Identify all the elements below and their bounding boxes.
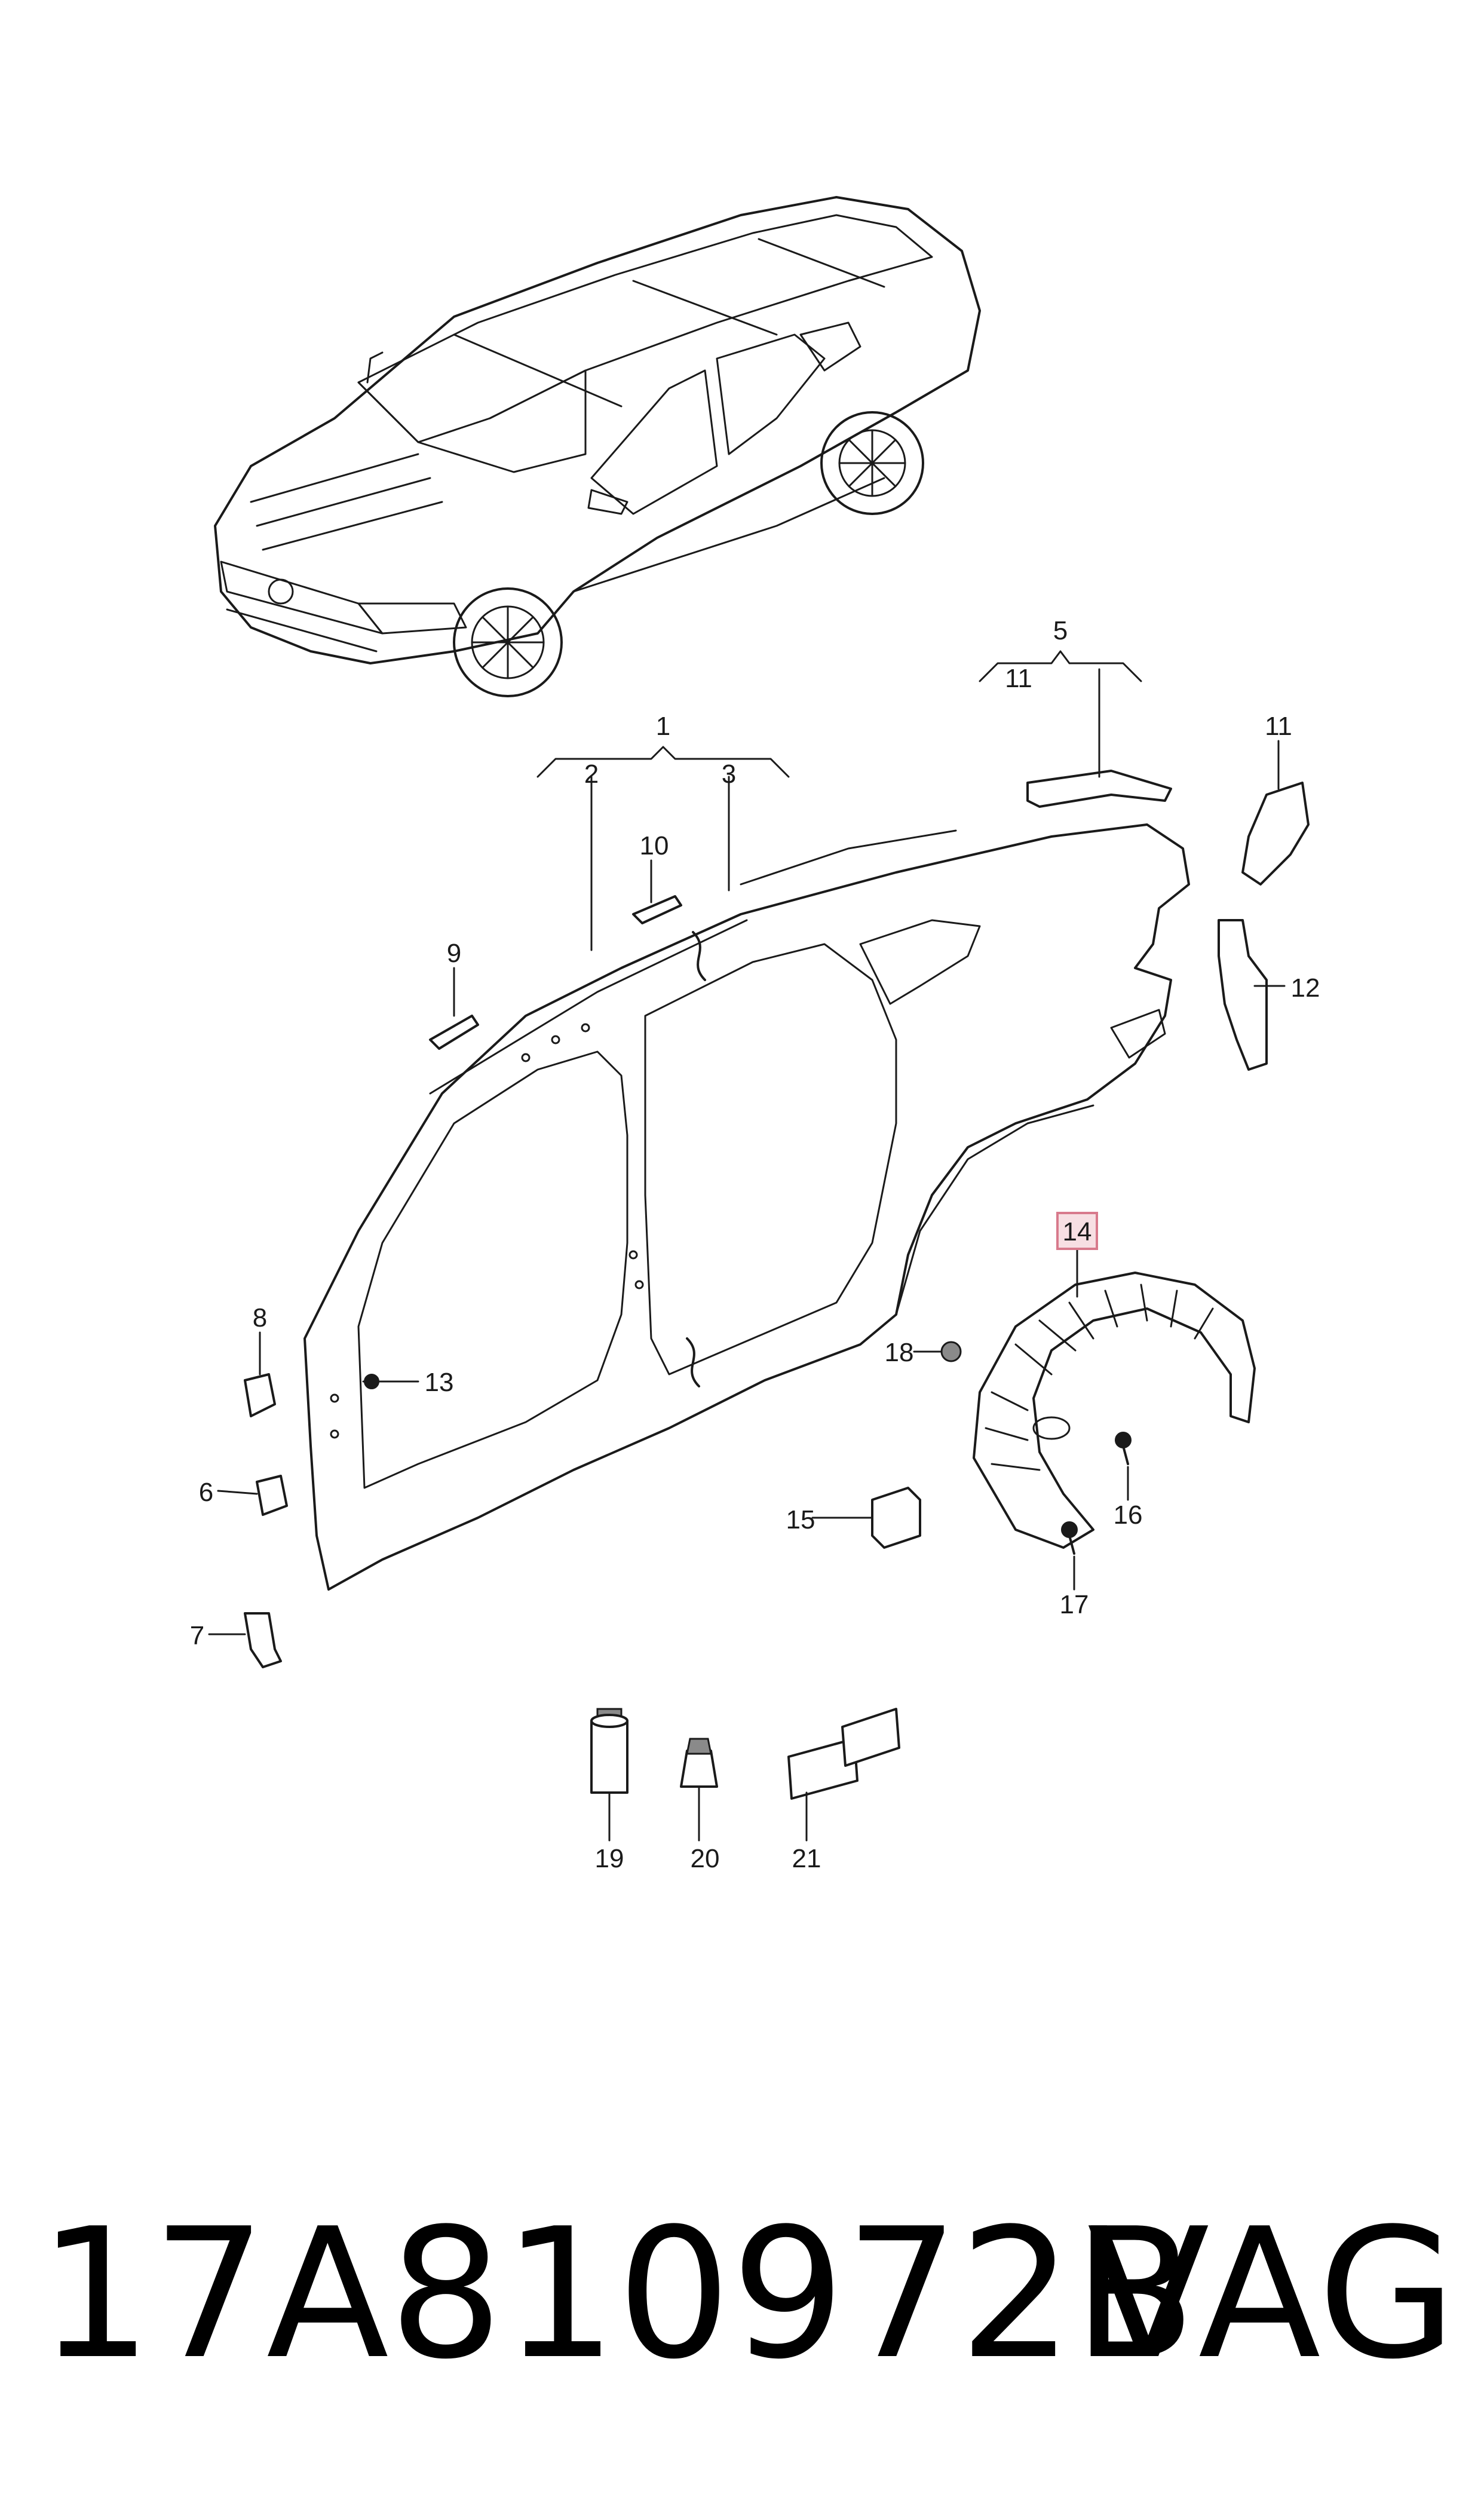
part-15-block <box>871 1487 921 1549</box>
callout-16: 16 <box>1114 1500 1143 1530</box>
callout-7: 7 <box>190 1621 204 1650</box>
part-16-bolt <box>1115 1432 1132 1465</box>
leader-lines <box>208 650 1286 1842</box>
callout-17: 17 <box>1060 1590 1089 1619</box>
callout-12: 12 <box>1291 973 1320 1003</box>
part-18-clip <box>940 1341 962 1362</box>
callout-10: 10 <box>640 831 669 860</box>
callout-2: 2 <box>584 759 599 789</box>
car-illustration <box>214 196 981 697</box>
callout-19: 19 <box>595 1844 624 1873</box>
brand-label: VAG <box>1087 2190 1457 2398</box>
callout-11-right: 11 <box>1265 712 1292 741</box>
part-13-clip <box>362 1374 381 1389</box>
callout-6: 6 <box>199 1478 213 1507</box>
part-19-cylinder <box>590 1708 628 1794</box>
callout-14-highlight <box>1056 1212 1098 1250</box>
part-17-bolt <box>1061 1521 1078 1555</box>
callout-13: 13 <box>425 1368 454 1397</box>
part-20-bottle <box>680 1738 718 1788</box>
callout-15: 15 <box>786 1505 815 1534</box>
callout-21: 21 <box>792 1844 821 1873</box>
part-9-strip <box>429 1015 479 1050</box>
side-panel-assembly <box>303 823 1190 1591</box>
part-14-wheel-arch-liner <box>973 1272 1256 1549</box>
part-7-bracket <box>244 1612 282 1668</box>
callout-labels: 1 2 3 5 11 11 12 9 10 8 6 7 13 18 15 14 … <box>190 616 1320 1873</box>
callout-1: 1 <box>656 712 670 741</box>
part-21-pads <box>787 1708 900 1800</box>
callout-18: 18 <box>885 1338 914 1367</box>
callout-11-left: 11 <box>1005 664 1032 693</box>
part-11-bracket <box>1241 782 1310 886</box>
callout-3: 3 <box>722 759 736 789</box>
callout-14: 14 <box>1063 1217 1092 1246</box>
callout-20: 20 <box>691 1844 720 1873</box>
part-6-bracket <box>256 1475 288 1516</box>
part-12-bracket <box>1218 919 1268 1071</box>
callout-9: 9 <box>447 939 461 968</box>
part-8-bracket <box>244 1373 276 1417</box>
callout-8: 8 <box>253 1303 267 1332</box>
part-5-strip <box>1026 770 1172 808</box>
part-number: 17A810972B <box>38 2190 1196 2398</box>
part-10-strip <box>632 895 682 924</box>
callout-5: 5 <box>1053 616 1068 645</box>
